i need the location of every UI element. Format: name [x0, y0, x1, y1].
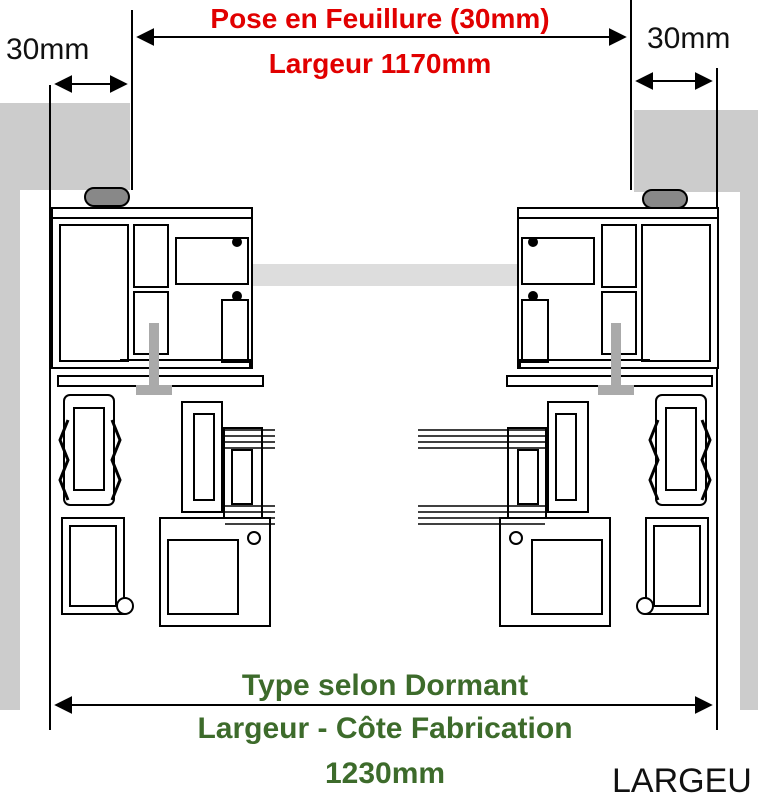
- left-dimension-label: 30mm: [6, 33, 90, 66]
- left-frame-profile: [51, 207, 275, 627]
- right-anchor-post: [611, 323, 621, 389]
- right-dimension-label: 30mm: [647, 22, 731, 55]
- top-title: Pose en Feuillure (30mm): [210, 3, 550, 34]
- right-wall: [634, 110, 758, 710]
- bottom-width: 1230mm: [324, 757, 446, 790]
- left-anchor-base: [136, 385, 172, 395]
- left-wall: [0, 103, 130, 710]
- right-anchor-base: [598, 385, 634, 395]
- cutoff-label: LARGEU: [612, 764, 752, 798]
- bottom-title: Type selon Dormant: [241, 669, 529, 702]
- dimension-lines: [49, 0, 718, 730]
- glazing-bar: [203, 264, 555, 286]
- right-seal: [642, 189, 688, 209]
- left-anchor-post: [149, 323, 159, 389]
- bottom-subtitle: Largeur - Côte Fabrication: [197, 712, 573, 745]
- top-width: Largeur 1170mm: [268, 48, 492, 79]
- left-seal: [84, 187, 130, 207]
